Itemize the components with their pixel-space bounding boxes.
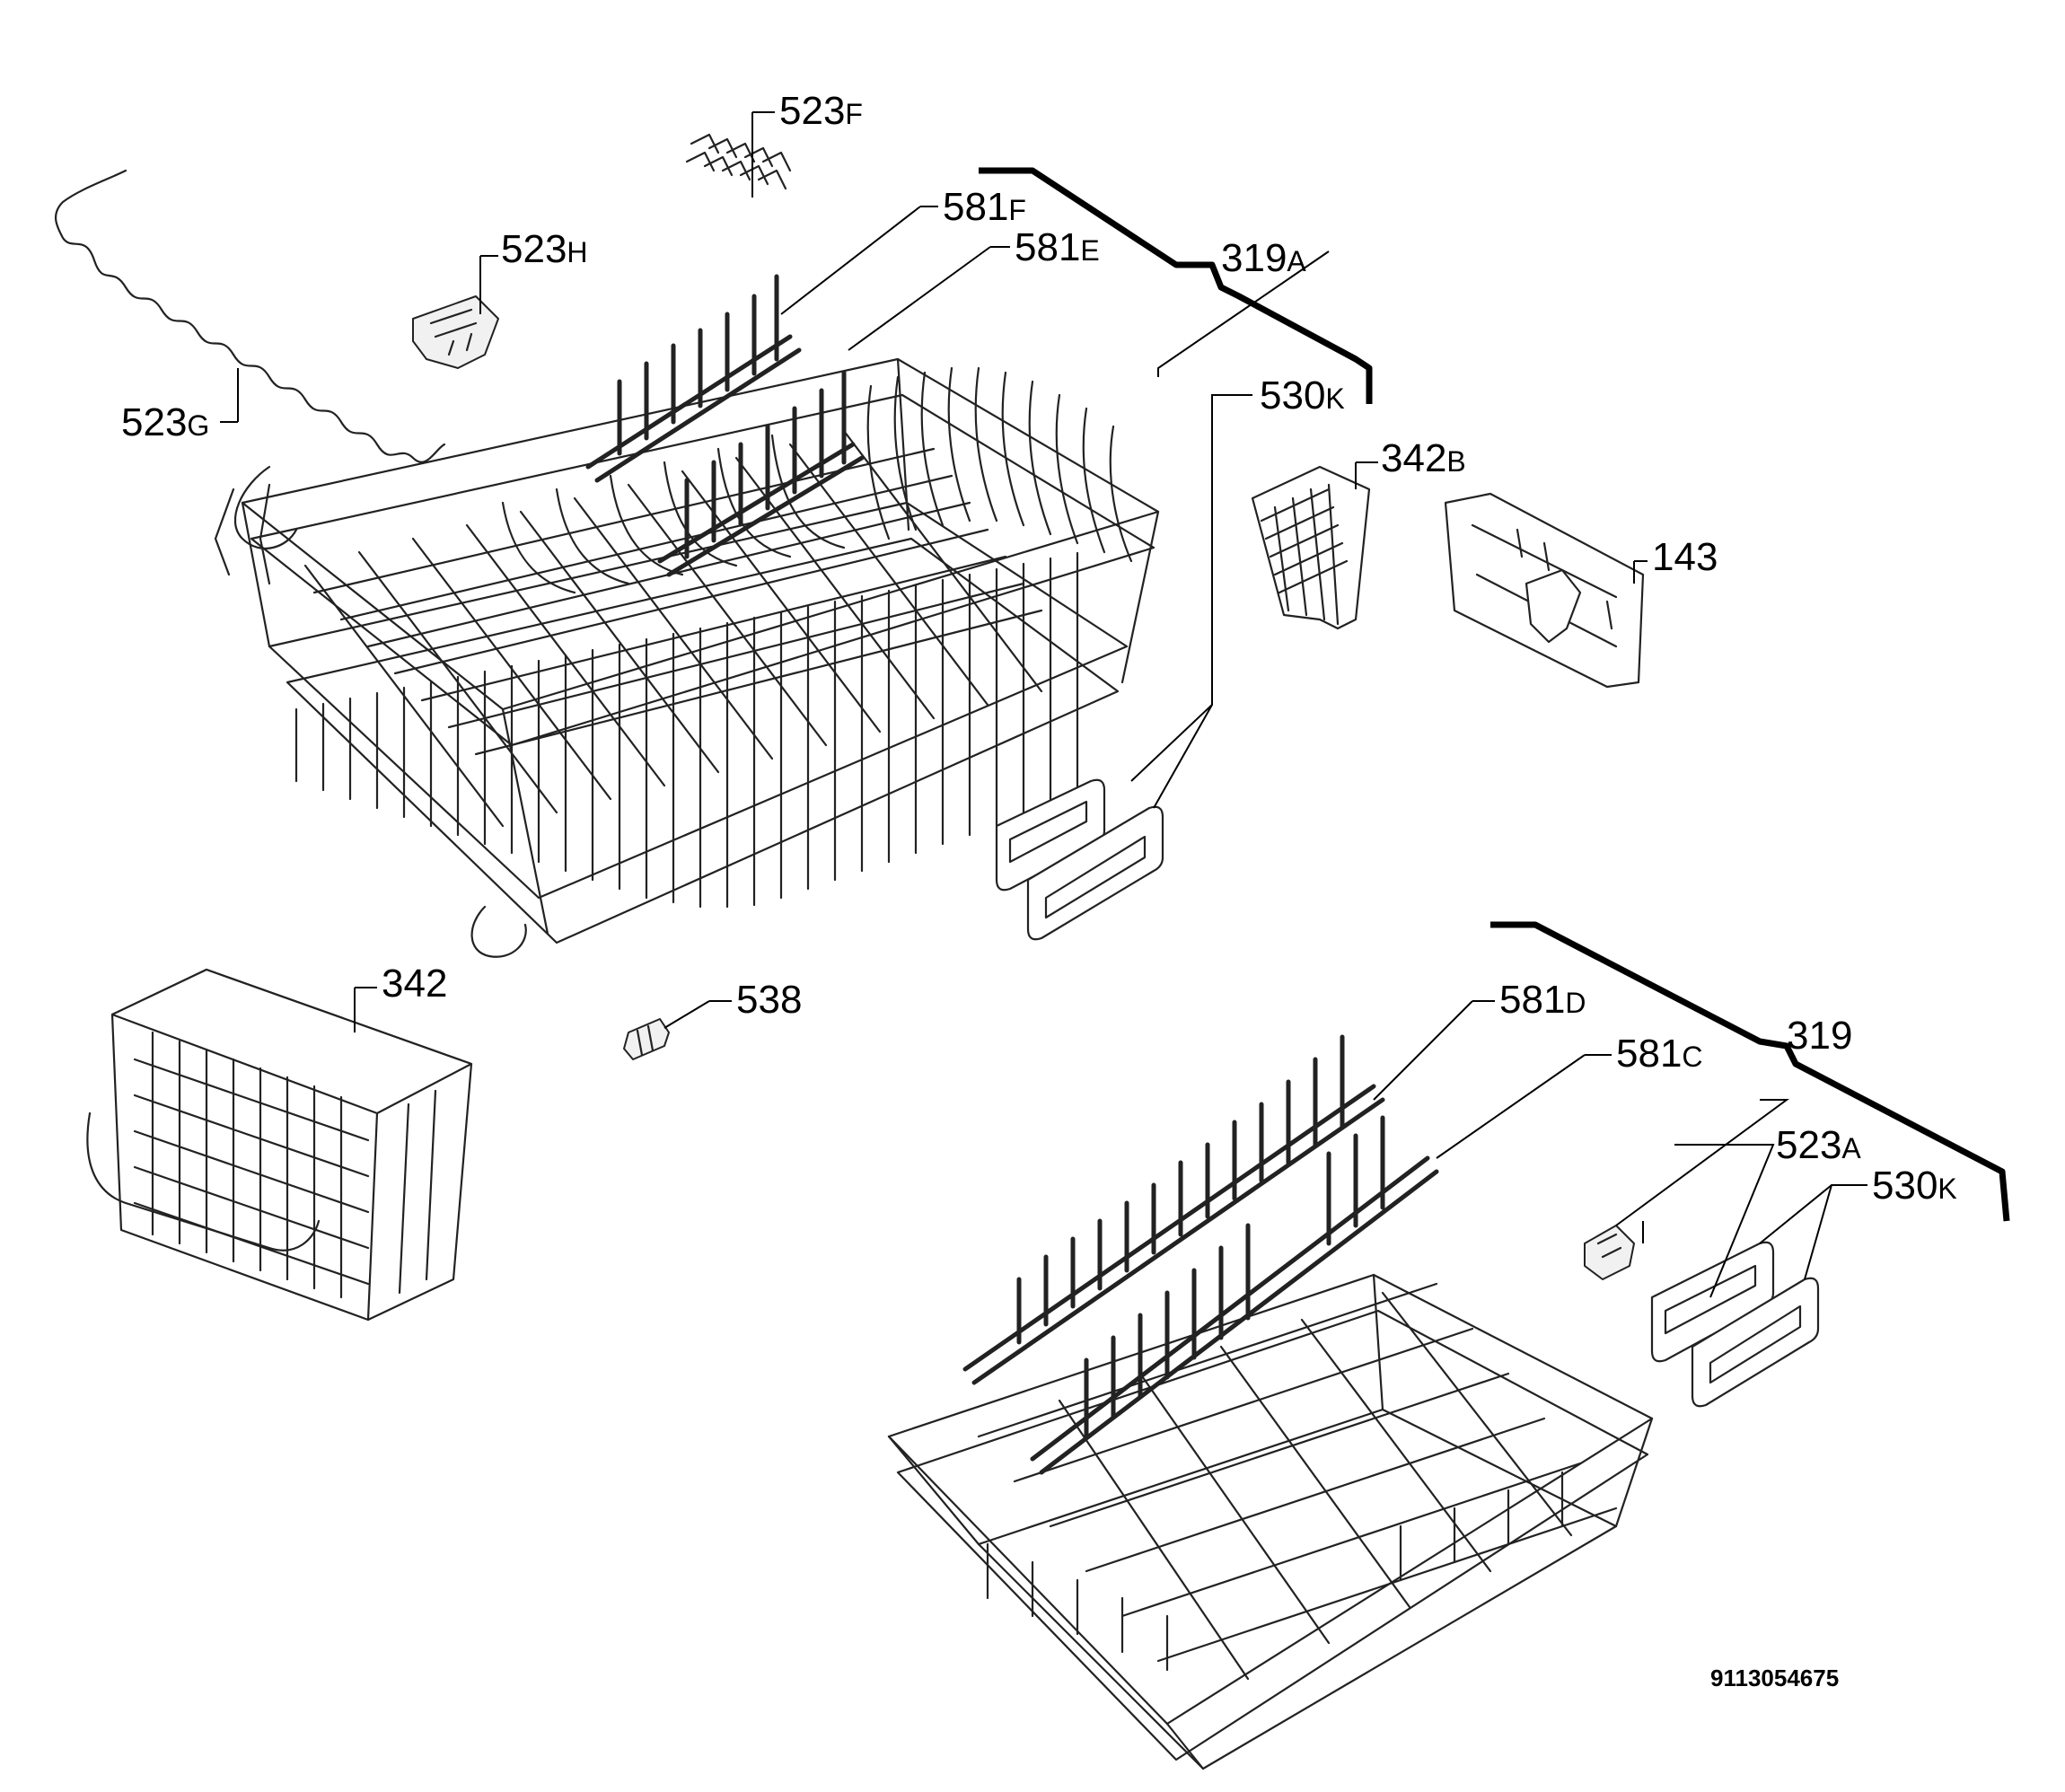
upper-basket[interactable] — [233, 357, 1160, 958]
label-530k-upper: 530K — [1260, 373, 1345, 417]
wavy-wire-path — [54, 169, 446, 463]
label-319: 319 — [1787, 1014, 1852, 1058]
upper-basket-floor-grid — [303, 429, 1043, 828]
upper-basket-front-tines — [294, 551, 1079, 909]
label-342b: 342B — [1381, 436, 1466, 480]
tine-rack-581d[interactable] — [962, 1034, 1385, 1385]
label-581f: 581F — [943, 185, 1026, 229]
wavy-wire-523g[interactable] — [54, 169, 446, 463]
tine-rack-581e[interactable] — [657, 370, 865, 577]
label-342: 342 — [382, 962, 447, 1006]
label-581d: 581D — [1499, 978, 1586, 1022]
wheel-523a[interactable] — [1584, 1225, 1635, 1280]
label-530k-lower: 530K — [1872, 1164, 1957, 1208]
mounting-bracket-143[interactable] — [1444, 492, 1645, 689]
label-581c: 581C — [1616, 1032, 1703, 1076]
lower-basket[interactable] — [887, 1273, 1654, 1770]
label-523g: 523G — [121, 400, 209, 444]
label-523h: 523H — [501, 227, 588, 271]
document-number: 9113054675 — [1710, 1665, 1839, 1691]
cutlery-basket-342b[interactable] — [1251, 465, 1371, 630]
clip-set-523f[interactable] — [685, 133, 792, 190]
upper-basket-folding-tines — [214, 366, 1133, 585]
assembly-bracket-319a — [979, 167, 1373, 404]
label-581e: 581E — [1015, 225, 1100, 269]
label-538: 538 — [736, 978, 802, 1022]
tine-rack-581c[interactable] — [1030, 1115, 1439, 1475]
label-319a: 319A — [1221, 236, 1306, 280]
label-523a: 523A — [1776, 1123, 1861, 1167]
tine-rack-581f[interactable] — [585, 274, 802, 483]
leader-lines — [220, 111, 1867, 1298]
end-cap-530k-upper[interactable] — [995, 778, 1164, 941]
cutlery-basket-342[interactable] — [86, 968, 473, 1322]
end-cap-530k-lower[interactable] — [1650, 1241, 1820, 1408]
label-143: 143 — [1652, 535, 1718, 579]
label-523f: 523F — [779, 89, 863, 133]
assembly-bracket-319 — [1490, 921, 2010, 1222]
roller-538[interactable] — [623, 1018, 670, 1060]
latch-523h[interactable] — [412, 295, 499, 369]
